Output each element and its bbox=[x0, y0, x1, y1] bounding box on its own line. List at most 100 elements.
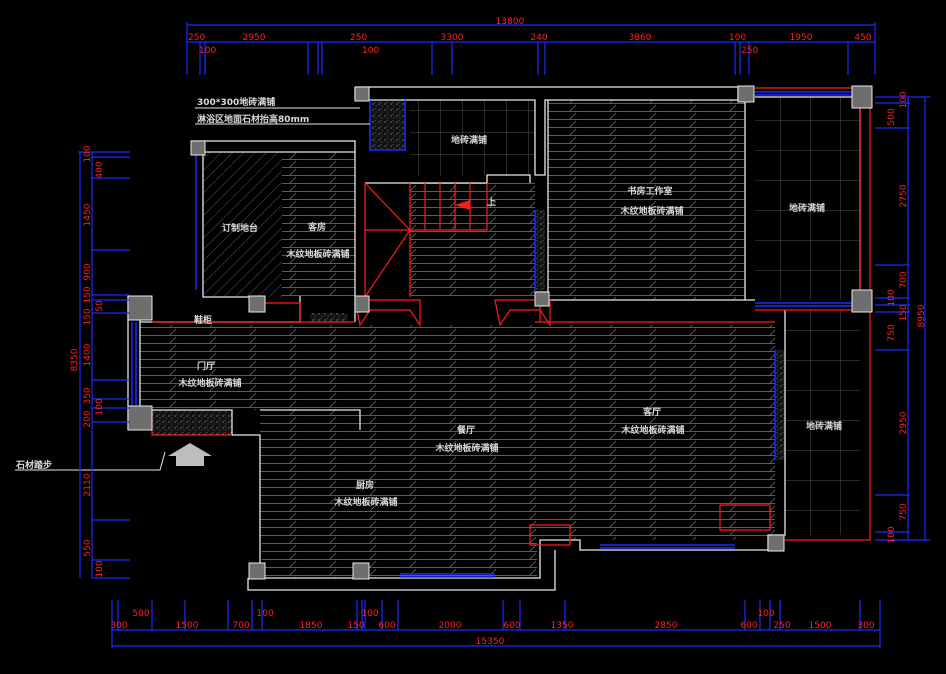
guest-room-floor bbox=[282, 152, 355, 297]
balcony-top-tiles bbox=[755, 97, 860, 300]
room-labels: 300*300地砖满铺 淋浴区地面石材抬高80mm 石材踏步 上 地砖满铺 书房… bbox=[15, 96, 842, 508]
dim-text: 900 bbox=[83, 263, 93, 280]
dimension-lines bbox=[78, 22, 930, 648]
dim-text: 150 bbox=[83, 308, 93, 325]
dim-text: 3300 bbox=[441, 33, 464, 43]
stair-up-label: 上 bbox=[487, 196, 496, 208]
dim-text: 2000 bbox=[439, 621, 462, 631]
dim-text: 2110 bbox=[83, 473, 93, 496]
dim-text: 100 bbox=[83, 145, 93, 162]
dim-text: 300 bbox=[857, 621, 874, 631]
study-floor bbox=[548, 100, 745, 300]
guest-floor-label: 木纹地板砖满铺 bbox=[285, 248, 349, 260]
dim-text: 240 bbox=[530, 33, 547, 43]
living-room-name: 客厅 bbox=[642, 406, 661, 418]
balcony-top-label: 地砖满铺 bbox=[789, 202, 825, 214]
dim-text: 100 bbox=[362, 46, 379, 56]
shower-stone bbox=[370, 100, 405, 150]
foyer-name: 门厅 bbox=[197, 360, 215, 372]
dim-text: 1400 bbox=[83, 343, 93, 366]
right-total-dim: 8950 bbox=[917, 304, 927, 327]
dim-text: 1450 bbox=[83, 203, 93, 226]
dim-text: 1850 bbox=[300, 621, 323, 631]
dim-text: 250 bbox=[741, 46, 758, 56]
living-floor bbox=[260, 410, 775, 540]
dim-text: 350 bbox=[83, 387, 93, 404]
dim-text: 750 bbox=[887, 324, 897, 341]
dim-text: 2950 bbox=[899, 411, 909, 434]
tile-note: 300*300地砖满铺 bbox=[197, 96, 275, 108]
platform-hatch bbox=[203, 152, 282, 297]
dim-text: 1350 bbox=[551, 621, 574, 631]
dim-text: 3860 bbox=[629, 33, 652, 43]
bath-tiles bbox=[410, 100, 535, 176]
dim-text: 550 bbox=[83, 539, 93, 556]
dim-text: 1500 bbox=[809, 621, 832, 631]
red-lines bbox=[151, 87, 871, 546]
guest-room-name: 客房 bbox=[307, 221, 326, 233]
dim-text: 700 bbox=[899, 271, 909, 288]
kitchen-floor bbox=[262, 540, 537, 578]
dim-text: 100 bbox=[887, 526, 897, 543]
top-total-dim: 13800 bbox=[496, 17, 525, 27]
dim-text: 100 bbox=[95, 398, 105, 415]
step-note: 石材踏步 bbox=[15, 459, 52, 471]
dim-text: 250 bbox=[188, 33, 205, 43]
dining-floor-label: 木纹地板砖满铺 bbox=[434, 442, 498, 454]
kitchen-floor-label: 木纹地板砖满铺 bbox=[333, 496, 397, 508]
dim-text: 100 bbox=[256, 609, 273, 619]
shower-note: 淋浴区地面石材抬高80mm bbox=[197, 113, 309, 125]
dim-text: 200 bbox=[83, 410, 93, 427]
dim-text: 250 bbox=[350, 33, 367, 43]
dim-text: 100 bbox=[757, 609, 774, 619]
entry-step-arrow-icon bbox=[168, 443, 212, 466]
dim-text: 300 bbox=[110, 621, 127, 631]
dim-text: 250 bbox=[773, 621, 790, 631]
note-leaders bbox=[195, 107, 370, 125]
study-threshold bbox=[535, 210, 545, 290]
dim-text: 2850 bbox=[655, 621, 678, 631]
dim-text: 1950 bbox=[790, 33, 813, 43]
foyer-floor-label: 木纹地板砖满铺 bbox=[177, 377, 241, 389]
dining-room-name: 餐厅 bbox=[456, 424, 475, 436]
platform-label: 订制地台 bbox=[222, 222, 258, 234]
balcony-right-label: 地砖满铺 bbox=[806, 420, 842, 432]
floor-fills bbox=[140, 97, 860, 578]
dimension-texts: 13800 250 100 2950 250 100 3300 240 3860… bbox=[70, 17, 927, 647]
bottom-total-dim: 15350 bbox=[476, 637, 505, 647]
balcony-right-tiles bbox=[785, 310, 860, 535]
dim-text: 600 bbox=[378, 621, 395, 631]
dim-text: 2750 bbox=[899, 184, 909, 207]
dim-text: 750 bbox=[899, 503, 909, 520]
dim-text: 450 bbox=[854, 33, 871, 43]
left-total-dim: 8350 bbox=[70, 348, 80, 371]
dim-text: 600 bbox=[503, 621, 520, 631]
dim-text: 2950 bbox=[243, 33, 266, 43]
study-floor-label: 木纹地板砖满铺 bbox=[619, 205, 683, 217]
entry-stone bbox=[152, 410, 232, 435]
guest-threshold bbox=[310, 313, 348, 323]
windows bbox=[131, 91, 852, 578]
dim-text: 1500 bbox=[176, 621, 199, 631]
dim-text: 150 bbox=[347, 621, 364, 631]
study-name: 书房工作室 bbox=[627, 185, 672, 197]
dim-text: 500 bbox=[132, 609, 149, 619]
stair-arrow-icon bbox=[455, 200, 470, 210]
columns bbox=[127, 85, 873, 580]
dim-text: 700 bbox=[232, 621, 249, 631]
dim-text: 600 bbox=[740, 621, 757, 631]
dim-text: 100 bbox=[899, 91, 909, 108]
shoe-cabinet-label: 鞋柜 bbox=[194, 314, 212, 326]
step-leader bbox=[15, 451, 166, 471]
dim-text: 100 bbox=[887, 289, 897, 306]
dim-text: 100 bbox=[729, 33, 746, 43]
dim-text: 100 bbox=[199, 46, 216, 56]
stair-hall-floor bbox=[410, 183, 535, 297]
dim-text: 150 bbox=[83, 286, 93, 303]
dim-text: 400 bbox=[95, 161, 105, 178]
dim-text: 100 bbox=[95, 560, 105, 577]
threshold-stone bbox=[775, 350, 785, 460]
dim-text: 100 bbox=[361, 609, 378, 619]
dim-text: 150 bbox=[899, 304, 909, 321]
